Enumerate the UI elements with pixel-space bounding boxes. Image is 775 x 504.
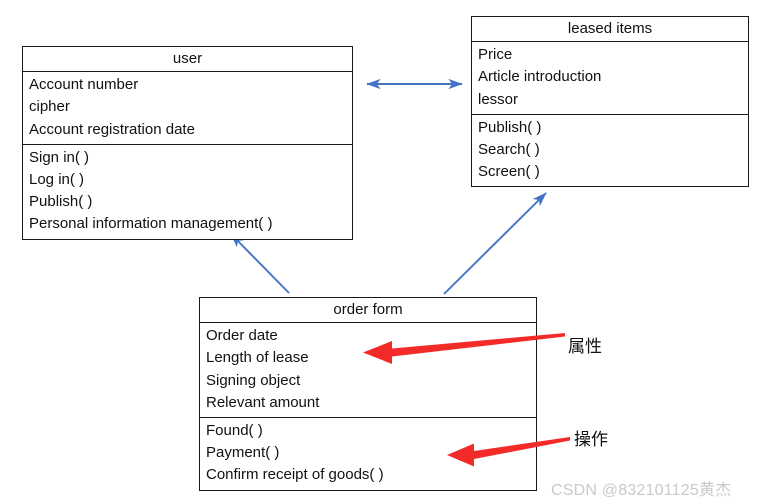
relation-order-form-leased-items <box>443 192 547 295</box>
operation-item: Search( ) <box>478 141 540 158</box>
attribute-item: Account registration date <box>29 120 195 138</box>
operation-item: Personal information management( ) <box>29 215 273 233</box>
attribute-item: lessor <box>478 90 519 108</box>
attribute-item: Order date <box>206 327 278 345</box>
attribute-item: Relevant amount <box>206 393 320 411</box>
operation-item: Log in( ) <box>29 171 85 188</box>
class-operations-user: Sign in( ) Log in( ) Publish( ) Personal… <box>23 145 352 239</box>
relation-order-form-user <box>230 233 290 294</box>
class-operations-leased-items: Publish( ) Search( ) Screen( ) <box>472 115 748 187</box>
uml-class-user[interactable]: user Account number cipher Account regis… <box>22 46 353 240</box>
operation-item: Publish( ) <box>478 118 542 136</box>
class-attributes-leased-items: Price Article introduction lessor <box>472 42 748 115</box>
class-title-user: user <box>23 47 352 73</box>
uml-class-order-form[interactable]: order form Order date Length of lease Si… <box>199 297 537 491</box>
class-title-order-form: order form <box>200 298 536 324</box>
attribute-item: Account number <box>29 76 139 94</box>
class-title-leased-items: leased items <box>472 17 748 43</box>
attribute-item: Length of lease <box>206 349 309 367</box>
class-attributes-order-form: Order date Length of lease Signing objec… <box>200 323 536 418</box>
attribute-item: cipher <box>29 98 70 116</box>
csdn-watermark: CSDN @832101125黄杰 <box>551 482 732 499</box>
attribute-item: Signing object <box>206 371 301 389</box>
annotation-label-operations: 操作 <box>574 430 608 449</box>
class-operations-order-form: Found( ) Payment( ) Confirm receipt of g… <box>200 418 536 490</box>
attribute-item: Price <box>478 46 513 64</box>
operation-item: Payment( ) <box>206 444 280 462</box>
annotation-label-attributes: 属性 <box>568 337 602 356</box>
operation-item: Confirm receipt of goods( ) <box>206 466 384 484</box>
operation-item: Sign in( ) <box>29 148 90 166</box>
uml-class-leased-items[interactable]: leased items Price Article introduction … <box>471 16 749 188</box>
operation-item: Publish( ) <box>29 193 93 211</box>
operation-item: Found( ) <box>206 422 263 439</box>
attribute-item: Article introduction <box>478 68 602 86</box>
class-attributes-user: Account number cipher Account registrati… <box>23 72 352 145</box>
operation-item: Screen( ) <box>478 163 540 181</box>
